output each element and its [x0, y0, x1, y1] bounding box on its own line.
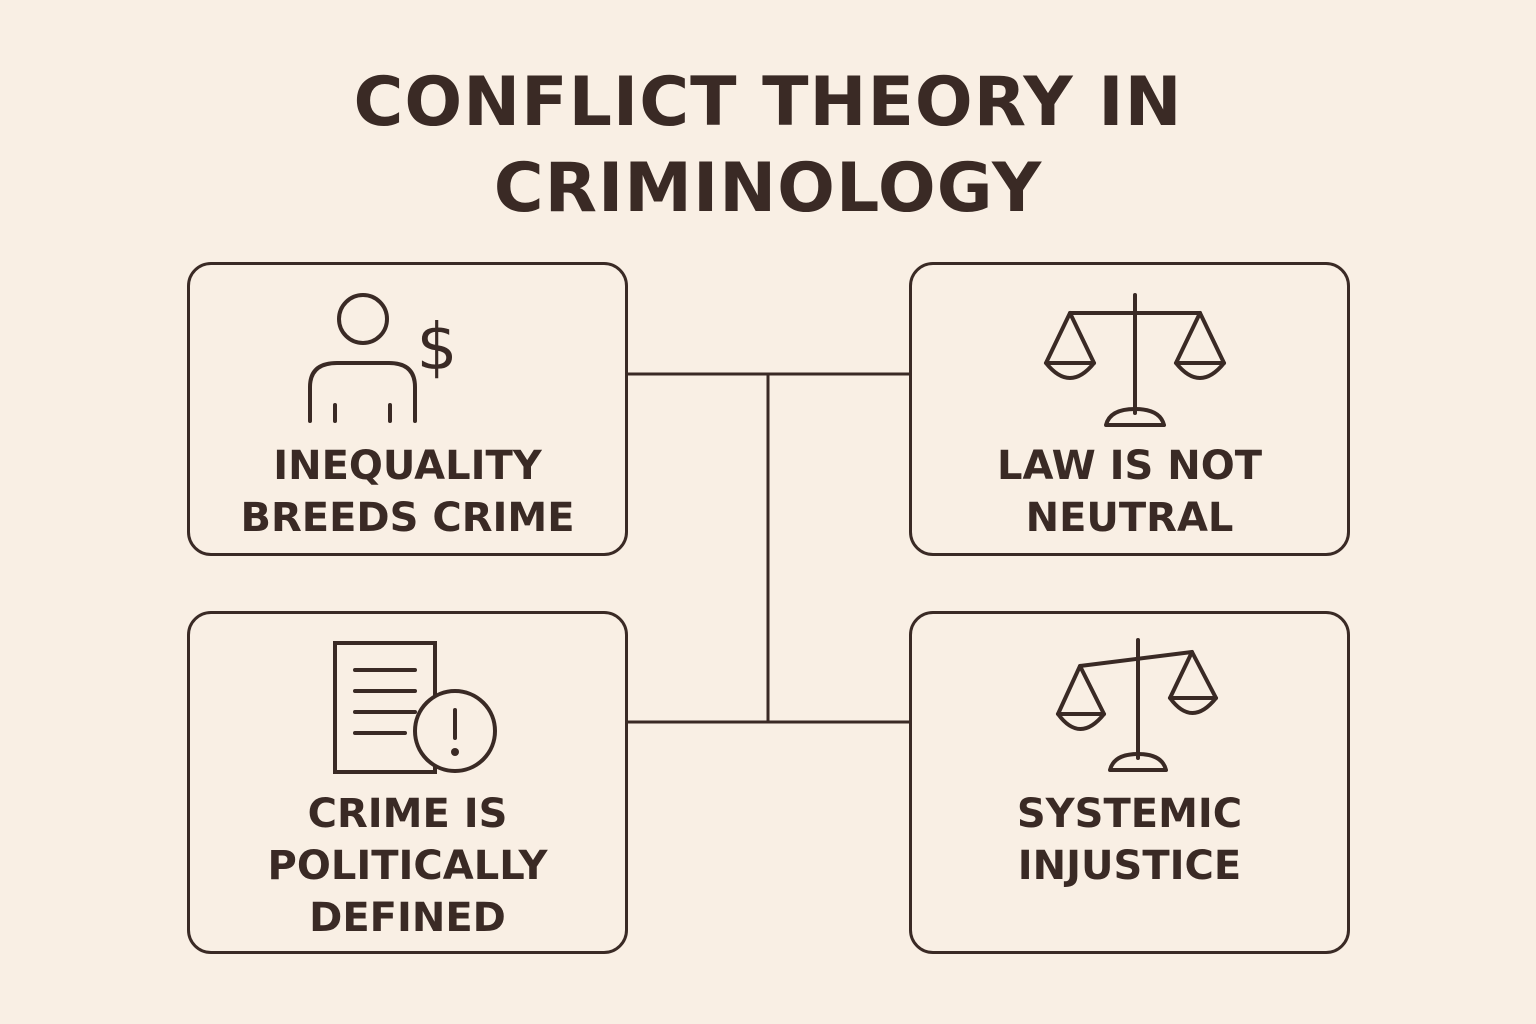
page-title: CONFLICT THEORY IN CRIMINOLOGY [0, 60, 1536, 232]
title-line-1: CONFLICT THEORY IN [353, 63, 1183, 142]
card-label-line: LAW IS NOT [996, 443, 1263, 489]
card-law-not-neutral: LAW IS NOT NEUTRAL [909, 262, 1350, 556]
card-label-line: DEFINED [309, 895, 506, 941]
title-line-2: CRIMINOLOGY [493, 149, 1043, 228]
card-label-political: CRIME IS POLITICALLY DEFINED [190, 788, 625, 944]
card-label-inequality: INEQUALITY BREEDS CRIME [190, 440, 625, 544]
card-label-line: SYSTEMIC [1016, 791, 1243, 837]
card-label-systemic: SYSTEMIC INJUSTICE [912, 788, 1347, 892]
card-inequality: $ INEQUALITY BREEDS CRIME [187, 262, 628, 556]
card-politically-defined: CRIME IS POLITICALLY DEFINED [187, 611, 628, 954]
tilted-scales-icon [1056, 638, 1218, 772]
card-label-line: INEQUALITY [273, 443, 542, 489]
dollar-sign: $ [417, 311, 458, 385]
card-label-line: CRIME IS [307, 791, 508, 837]
person-dollar-icon: $ [308, 293, 458, 423]
document-alert-icon [333, 641, 497, 774]
card-systemic-injustice: SYSTEMIC INJUSTICE [909, 611, 1350, 954]
card-label-line: NEUTRAL [1025, 495, 1234, 541]
card-label-law: LAW IS NOT NEUTRAL [912, 440, 1347, 544]
card-label-line: INJUSTICE [1017, 843, 1242, 889]
card-label-line: POLITICALLY [267, 843, 548, 889]
balanced-scales-icon [1044, 293, 1226, 427]
card-label-line: BREEDS CRIME [240, 495, 575, 541]
